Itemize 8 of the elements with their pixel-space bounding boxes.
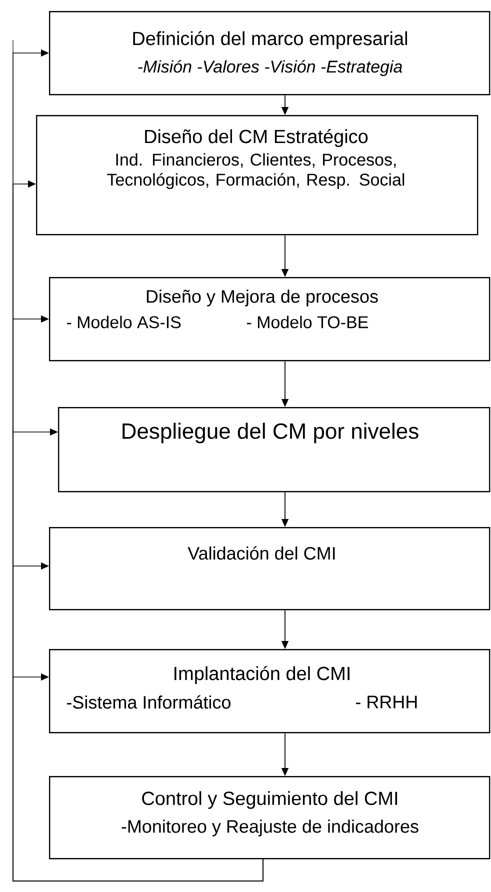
process-box: Validación del CMI xyxy=(49,527,490,610)
process-box: Implantación del CMI -Sistema Informático - RRHH xyxy=(49,649,490,734)
process-box: Diseño y Mejora de procesos - Modelo AS-IS - Modelo TO-BE xyxy=(49,277,490,362)
arrow xyxy=(12,673,264,882)
process-box: Control y Seguimiento del CMI -Monitoreo y Reajuste de indicadores xyxy=(49,776,490,860)
process-box: Definición del marco empresarial -Misión -Valores -Visión -Estrategia xyxy=(49,11,490,96)
process-box: Diseño del CM Estratégico Ind. Financieros, Clientes, Procesos, Tecnológicos, Formación, Resp. Social xyxy=(36,115,478,236)
process-box: Despliegue del CM por niveles xyxy=(58,407,490,492)
